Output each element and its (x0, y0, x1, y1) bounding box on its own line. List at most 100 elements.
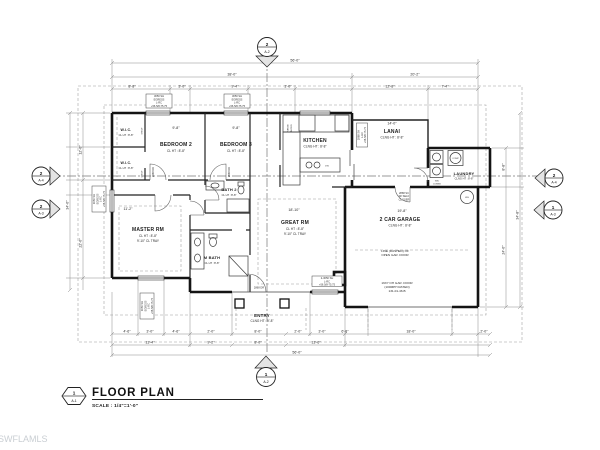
fixtures (190, 114, 474, 309)
drawing-scale: SCALE : 1/4"=1'-0" (92, 403, 138, 409)
section-marker-number: 1 (265, 372, 268, 377)
window-tag-line: 3050 SH (140, 301, 144, 311)
dim-top-left: 38'-0" (227, 73, 237, 77)
room-label-garage: 2 CAR GARAGE (380, 217, 421, 223)
room-clg-lanai: CLNG HT : 8'-8" (381, 136, 404, 140)
window-tag-line: +56.5/8-75.75 (229, 104, 246, 108)
sink-icon (210, 182, 220, 189)
section-marker-arrow (49, 166, 61, 186)
washer-dryer-label: COMBO (433, 184, 442, 186)
section-marker-sheet: A-2 (263, 380, 268, 384)
porch-column (234, 298, 245, 309)
window-tag: 2868 SH L-HC +56.5/8-75.75 (356, 122, 368, 148)
dim-bottom2: 9'-2" (207, 341, 215, 345)
refrigerator-icon (334, 114, 350, 132)
section-marker-arrow (49, 199, 61, 219)
toilet-icon (237, 185, 245, 195)
shelf-label: SHELF (142, 127, 144, 135)
section-marker-sheet: A-4 (38, 179, 43, 183)
range-label-line: MICRO (291, 124, 293, 132)
window-tag-line: EGRESS (154, 97, 165, 101)
room-label-lanai: LANAI (384, 129, 401, 135)
mbath-vanity (190, 232, 205, 270)
room-clg-garage: CLNG HT : 8'-8" (389, 224, 412, 228)
drawing-title: FLOOR PLAN (92, 387, 175, 399)
dim-master: 11'-2" (124, 207, 134, 211)
dim-top: 12'-8" (385, 85, 395, 89)
room-label-wic2: W.I.C. (121, 161, 132, 165)
dim-overall-top: 56'-0" (290, 59, 300, 63)
note-garage-open: OPEN GAR. DOOR (381, 253, 409, 257)
window-tag-line: +56.5/8-75.75 (102, 190, 106, 207)
dim-top: 9'-4" (231, 85, 239, 89)
shelf-label: SHELF (142, 170, 144, 178)
window-tag-line: EGRESS (232, 97, 243, 101)
window-tag-line: L-RC (147, 303, 151, 309)
title-callout-number: 1 (73, 390, 76, 395)
room-clg-bedroom3: CL HT : 8'-8" (227, 149, 245, 153)
room-label-master: MASTER RM (132, 227, 164, 233)
room-label-bath2: BATH 2 (221, 187, 237, 192)
section-marker-arrow (254, 355, 278, 369)
door-tag-bedroom2: 2668 DR (151, 167, 155, 177)
kitchen-counter-side (282, 131, 301, 186)
watermark: SWFLAMLS (0, 434, 48, 444)
dim-bottom2: 13'-4" (145, 341, 155, 345)
window-tag-line: 3050 SH (232, 94, 242, 98)
section-marker-sheet: A-3 (38, 212, 43, 216)
room-tray-great: 9'-10" CL TRAY (284, 232, 307, 236)
dim-left: 34'-0" (66, 200, 70, 210)
toilet-tank-icon (208, 233, 218, 239)
section-marker-top: 2 A-2 (255, 37, 279, 68)
door-tag-garage: CLOSER (399, 197, 410, 201)
window-tag-line: +56.5/8-75.75 (319, 283, 336, 287)
room-labels: BEDROOM 2 CL HT : 8'-8" BEDROOM 3 CL HT … (119, 128, 475, 323)
section-marker-number: 2 (40, 204, 43, 209)
section-marker-right-lower: 1 A-3 (533, 200, 563, 220)
sink-icon (305, 161, 313, 169)
dim-bottom: 8'-0" (254, 330, 262, 334)
section-marker-number: 1 (552, 205, 555, 210)
room-label-entry: ENTRY (254, 313, 270, 318)
dim-top: 3'-0" (284, 85, 292, 89)
section-marker-sheet: A-2 (264, 50, 269, 54)
note-garage-open: LINE (DASHED) OF (381, 249, 409, 253)
section-cut-lines (52, 58, 544, 352)
window-tag-line: L-RC (324, 279, 330, 283)
dryer-icon (429, 164, 444, 178)
washer-icon (429, 150, 444, 164)
washer-dryer-label: W/D (435, 181, 440, 183)
water-heater-label: WH (465, 197, 469, 199)
room-clg-bedroom2: CL HT : 8'-8" (167, 149, 185, 153)
water-heater-icon (460, 190, 474, 204)
room-clg-kitchen: CLNG HT : 8'-8" (304, 145, 327, 149)
plan-notes: LINE (DASHED) OF OPEN GAR. DOOR 16X7 OH … (381, 249, 413, 293)
dim-great: 18'-10" (288, 208, 300, 212)
dim-left: 22'-0" (79, 238, 83, 248)
section-marker-number: 2 (553, 173, 556, 178)
door-tag-garage: 2868 SC (399, 191, 409, 195)
dim-right: 24'-0" (502, 245, 506, 255)
window-tag-line: 3050 SH (92, 194, 96, 204)
compressor-label: COMP (452, 158, 459, 160)
dim-bottom: 4'-6" (123, 330, 131, 334)
room-label-great: GREAT RM (281, 220, 309, 226)
compressor-icon (449, 152, 462, 164)
note-garage-door: 16X7 OH GAR. DOOR (381, 281, 413, 285)
window-tag-line: +56.5/8-75.75 (151, 104, 168, 108)
fixture-labels: COMP WH W/D COMBO RANGE MICRO DW SHELF S… (142, 124, 470, 199)
window-tag-line: 2-3050 SH (321, 276, 334, 280)
dim-right: 34'-8" (516, 210, 520, 220)
door-tag-bedroom3: 2668 DR (227, 167, 231, 177)
room-tray-master: 9'-10" CL TRAY (137, 239, 160, 243)
dim-garage: 19'-8" (397, 209, 407, 213)
section-marker-sheet: A-3 (550, 213, 555, 217)
dim-top: 8'-8" (128, 85, 136, 89)
dim-bottom2: 13'-6" (311, 341, 321, 345)
dim-bottom: 2'-0" (207, 330, 215, 334)
section-marker-left-lower: 2 A-3 (31, 199, 61, 219)
porch-column (279, 298, 290, 309)
window-tag-line: EGRESS (143, 300, 147, 311)
shower-icon (228, 255, 249, 277)
